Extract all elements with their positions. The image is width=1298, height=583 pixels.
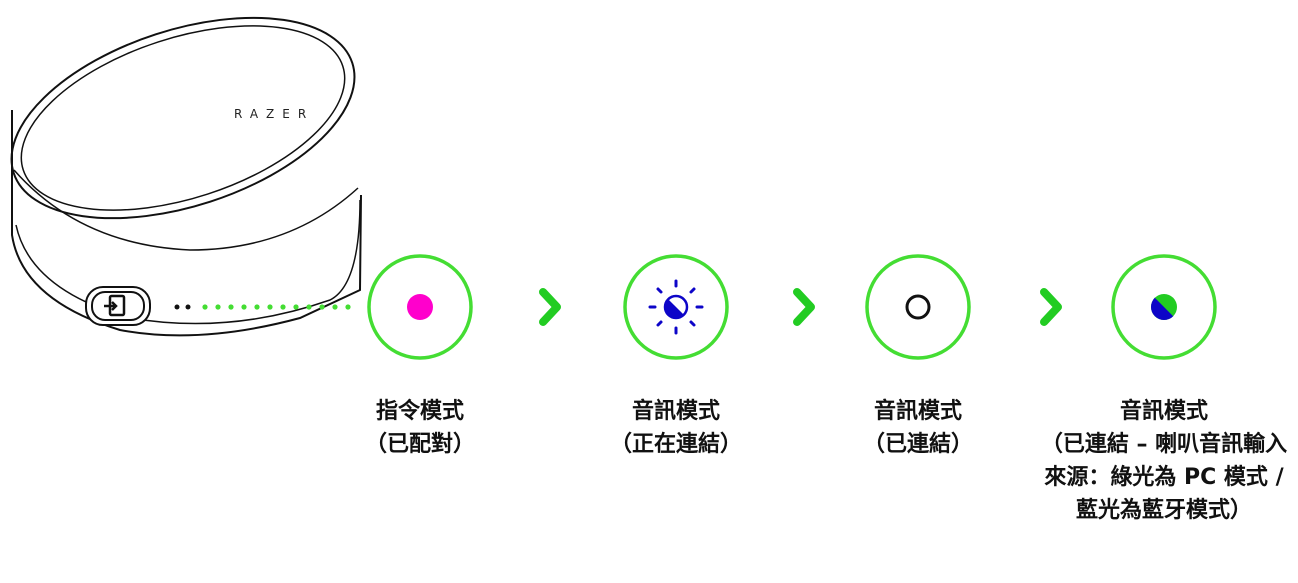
connector-dot [267,304,273,310]
blinking-blue-green-dot-icon [648,279,704,335]
step-2-caption: 音訊模式 （正在連結） [586,395,766,461]
step-ring-4 [1111,254,1217,360]
device-led-dots [174,304,191,310]
step-1-title: 指令模式 [375,399,464,424]
connector-dot [215,304,221,310]
connector-dot [332,304,338,310]
razer-logo: RAZER [234,107,314,121]
step-3-subtitle: （已連結） [862,432,973,457]
step-3-title: 音訊模式 [873,399,962,424]
connector-dot [280,304,286,310]
speaker-device [10,16,362,337]
step-ring-2 [623,254,729,360]
step-2-title: 音訊模式 [631,399,720,424]
step-1-subtitle: （已配對） [364,432,475,457]
connector-dot [254,304,260,310]
pink-dot-icon [407,294,433,320]
connector-dot [319,304,325,310]
device-button [85,286,151,326]
blue-green-dot-icon [1151,294,1177,320]
connector-dot [345,304,351,310]
input-source-icon [104,294,126,317]
connector-dot [306,304,312,310]
step-1-caption: 指令模式 （已配對） [340,395,500,461]
step-4-caption: 音訊模式 （已連結 – 喇叭音訊輸入來源：綠光為 PC 模式 / 藍光為藍牙模式… [1034,395,1294,527]
step-2-subtitle: （正在連結） [609,432,742,457]
step-ring-1 [367,254,473,360]
chevron-right-icon [793,288,815,326]
connector-dot [202,304,208,310]
step-4-subtitle: （已連結 – 喇叭音訊輸入來源：綠光為 PC 模式 / 藍光為藍牙模式） [1040,432,1288,523]
connector-dot [293,304,299,310]
step-ring-3 [865,254,971,360]
step-4-title: 音訊模式 [1119,399,1208,424]
chevron-right-icon [539,288,561,326]
step-3-caption: 音訊模式 （已連結） [838,395,998,461]
dotted-connector [202,304,351,310]
white-dot-icon [905,294,931,320]
connector-dot [228,304,234,310]
chevron-right-icon [1040,288,1062,326]
connector-dot [241,304,247,310]
